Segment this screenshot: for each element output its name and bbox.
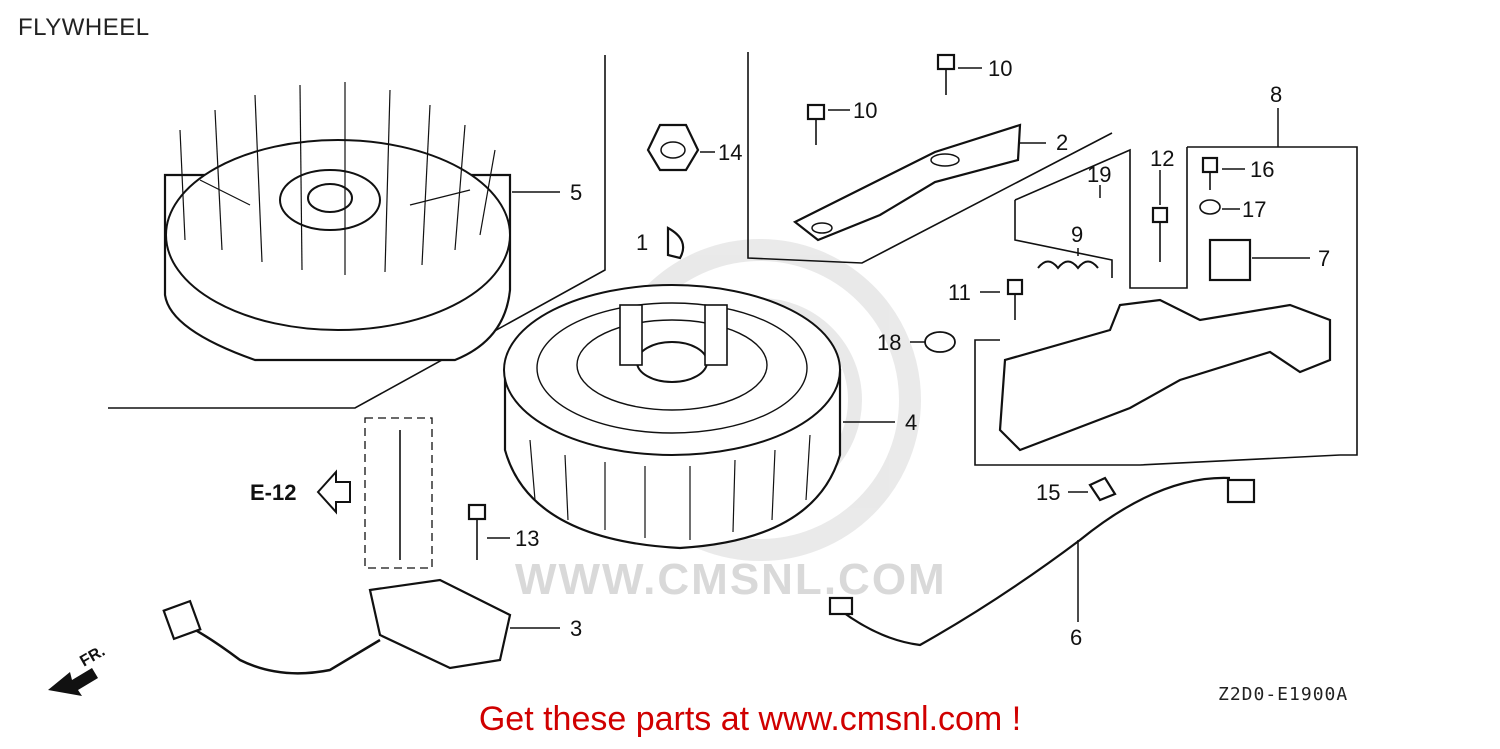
callout-1: 1 [636,230,648,255]
watermark-text: WWW.CMSNL.COM [515,555,947,604]
footer-link[interactable]: Get these parts at www.cmsnl.com ! [478,700,1022,738]
callout-6: 6 [1070,625,1082,650]
callout-5: 5 [570,180,582,205]
callout-9: 9 [1071,222,1083,247]
reference-arrow [316,469,351,515]
callout-4: 4 [905,410,917,435]
callout-10-top: 10 [988,56,1012,81]
callout-11: 11 [948,280,971,305]
callout-12: 12 [1150,146,1174,171]
flywheel-5 [163,82,512,362]
flywheel-4 [503,284,842,550]
callout-2: 2 [1056,130,1068,155]
small-parts [399,53,1252,560]
plate-2 [792,123,1022,242]
leader-lines [487,67,1310,629]
callout-16: 16 [1250,157,1274,182]
callout-18: 18 [877,330,901,355]
callout-7: 7 [1318,246,1330,271]
page-title: FLYWHEEL [18,14,150,41]
callout-17: 17 [1242,197,1266,222]
governor-arm-8 [998,298,1332,452]
callout-15: 15 [1036,480,1060,505]
callout-8: 8 [1270,82,1282,107]
diagram-code: Z2D0-E1900A [1218,684,1349,705]
callout-13: 13 [515,526,539,551]
callout-14: 14 [718,140,742,165]
callout-3: 3 [570,616,582,641]
ignition-coil-3 [162,578,512,675]
callout-numbers: 1 2 3 4 5 6 7 8 9 10 10 11 12 13 14 15 1… [515,56,1330,650]
callout-19: 19 [1087,162,1111,187]
front-arrow [48,668,98,696]
callout-10-left: 10 [853,98,877,123]
reference-label[interactable]: E-12 [250,480,297,505]
stop-wire-6 [828,476,1256,647]
